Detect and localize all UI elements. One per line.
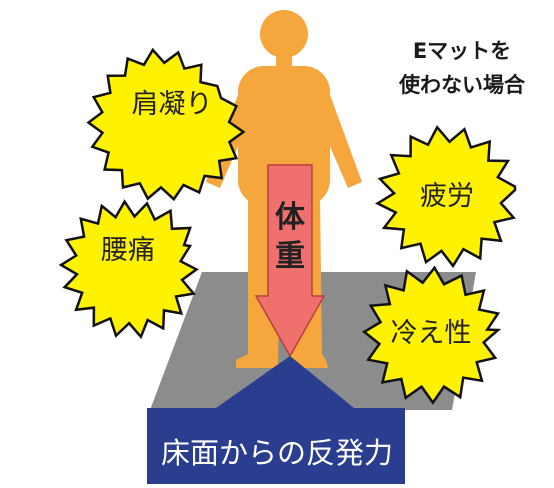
reaction-arrow	[147, 356, 405, 484]
diagram-title-line1: Eマットを	[413, 39, 511, 63]
fatigue-burst	[375, 125, 517, 269]
diagram-title-line2: 使わない場合	[398, 73, 526, 97]
cold-burst	[362, 265, 502, 405]
symptom-back: 腰痛	[101, 235, 155, 266]
symptom-fatigue: 疲労	[420, 181, 474, 212]
weight-label-2: 重	[275, 239, 305, 274]
weight-arrow	[254, 164, 326, 358]
back-burst	[58, 199, 199, 340]
symptom-shoulder: 肩凝り	[132, 89, 213, 120]
reaction-force-label: 床面からの反発力	[161, 436, 393, 470]
symptom-cold: 冷え性	[391, 318, 472, 349]
weight-label-1: 体	[275, 200, 306, 235]
shoulder-burst	[86, 47, 246, 202]
